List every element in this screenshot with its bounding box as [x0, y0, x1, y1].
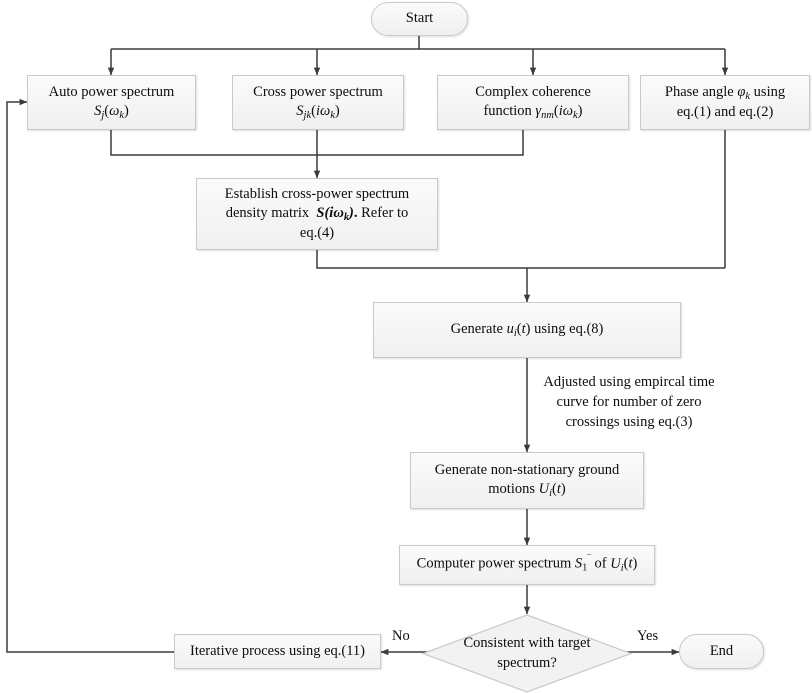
node-computer-power-spectrum[interactable]: Computer power spectrum S1‾ of Ui(t)	[399, 545, 655, 585]
node-establish-matrix-label: Establish cross-power spectrum density m…	[224, 185, 410, 242]
node-end[interactable]: End	[679, 634, 764, 669]
node-phase-angle-label: Phase angle φk using eq.(1) and eq.(2)	[664, 83, 786, 121]
node-start-label: Start	[405, 10, 434, 27]
node-iterative-process-label: Iterative process using eq.(11)	[189, 642, 365, 659]
node-cross-power-spectrum[interactable]: Cross power spectrum Sjk(iωk)	[232, 75, 404, 130]
node-generate-u-label: Generate ui(t) using eq.(8)	[450, 320, 604, 339]
node-establish-matrix[interactable]: Establish cross-power spectrum density m…	[196, 178, 438, 250]
edge-label-yes: Yes	[637, 628, 659, 644]
edge-label-no: No	[392, 628, 410, 644]
decision-diamond-shape	[421, 614, 633, 693]
node-phase-angle[interactable]: Phase angle φk using eq.(1) and eq.(2)	[640, 75, 810, 130]
node-generate-motions[interactable]: Generate non-stationary ground motions U…	[410, 452, 644, 509]
node-auto-power-spectrum[interactable]: Auto power spectrum Sj(ωk)	[27, 75, 196, 130]
node-auto-power-spectrum-label: Auto power spectrum Sj(ωk)	[48, 83, 175, 121]
node-end-label: End	[709, 642, 734, 659]
node-iterative-process[interactable]: Iterative process using eq.(11)	[174, 634, 381, 669]
wire-merge-top-three	[110, 130, 524, 156]
node-decision-label: Consistent with target spectrum?	[463, 635, 591, 671]
node-decision-consistent[interactable]: Consistent with target spectrum?	[421, 614, 633, 693]
note-adjust-empirical: Adjusted using empircal time curve for n…	[543, 374, 715, 430]
node-computer-power-spectrum-label: Computer power spectrum S1‾ of Ui(t)	[416, 555, 638, 574]
node-generate-u[interactable]: Generate ui(t) using eq.(8)	[373, 302, 681, 358]
wire-feedback-loop	[6, 98, 174, 653]
node-start[interactable]: Start	[371, 2, 468, 36]
node-cross-power-spectrum-label: Cross power spectrum Sjk(iωk)	[253, 83, 383, 121]
node-complex-coherence[interactable]: Complex coherence function γnm(iωk)	[437, 75, 629, 130]
node-complex-coherence-label: Complex coherence function γnm(iωk)	[475, 83, 591, 121]
wire-establish-to-join	[316, 250, 725, 269]
node-generate-motions-label: Generate non-stationary ground motions U…	[434, 461, 620, 499]
